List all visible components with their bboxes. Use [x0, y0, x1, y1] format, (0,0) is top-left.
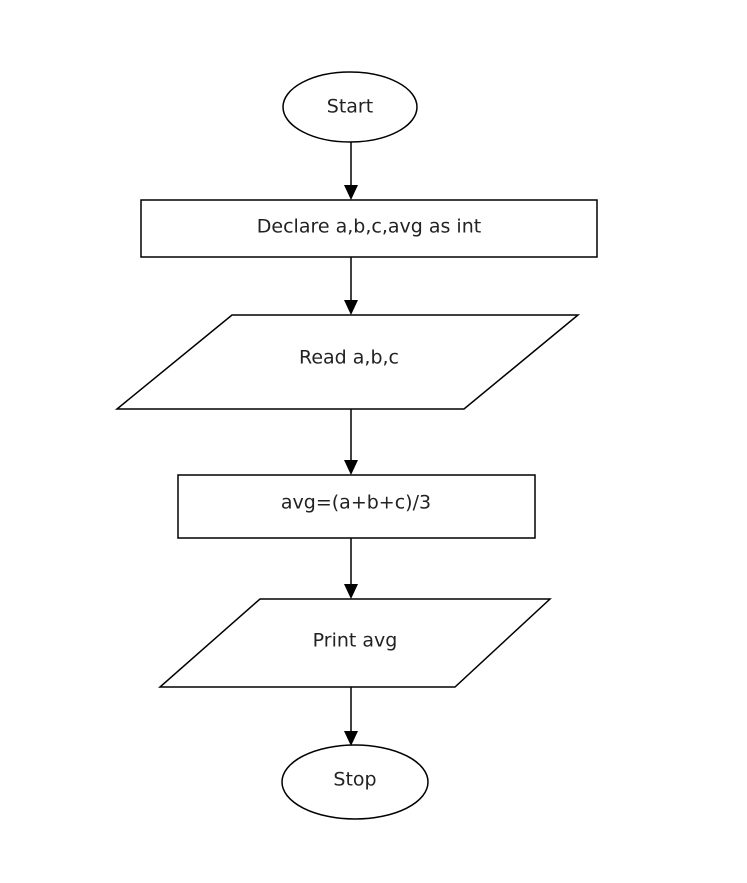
arrow-print-to-stop — [344, 687, 358, 746]
node-declare: Declare a,b,c,avg as int — [140, 199, 598, 258]
print-output-shape — [158, 598, 552, 688]
connectors — [344, 142, 358, 746]
node-stop: Stop — [281, 744, 429, 820]
node-read: Read a,b,c — [114, 314, 581, 410]
arrow-compute-to-print — [344, 538, 358, 599]
compute-label: avg=(a+b+c)/3 — [281, 492, 431, 514]
arrow-start-to-declare — [344, 142, 358, 200]
start-terminator-shape — [282, 71, 418, 143]
node-start: Start — [282, 71, 418, 143]
declare-label: Declare a,b,c,avg as int — [257, 216, 481, 238]
read-input-shape — [114, 314, 581, 410]
print-label: Print avg — [313, 630, 398, 652]
stop-terminator-shape — [281, 744, 429, 820]
declare-process-shape — [140, 199, 598, 258]
stop-label: Stop — [333, 769, 376, 791]
compute-process-shape — [177, 474, 536, 539]
node-print: Print avg — [158, 598, 552, 688]
arrow-read-to-compute — [344, 409, 358, 475]
arrow-declare-to-read — [344, 257, 358, 315]
node-compute: avg=(a+b+c)/3 — [177, 474, 536, 539]
start-label: Start — [327, 96, 373, 118]
read-label: Read a,b,c — [299, 347, 399, 369]
